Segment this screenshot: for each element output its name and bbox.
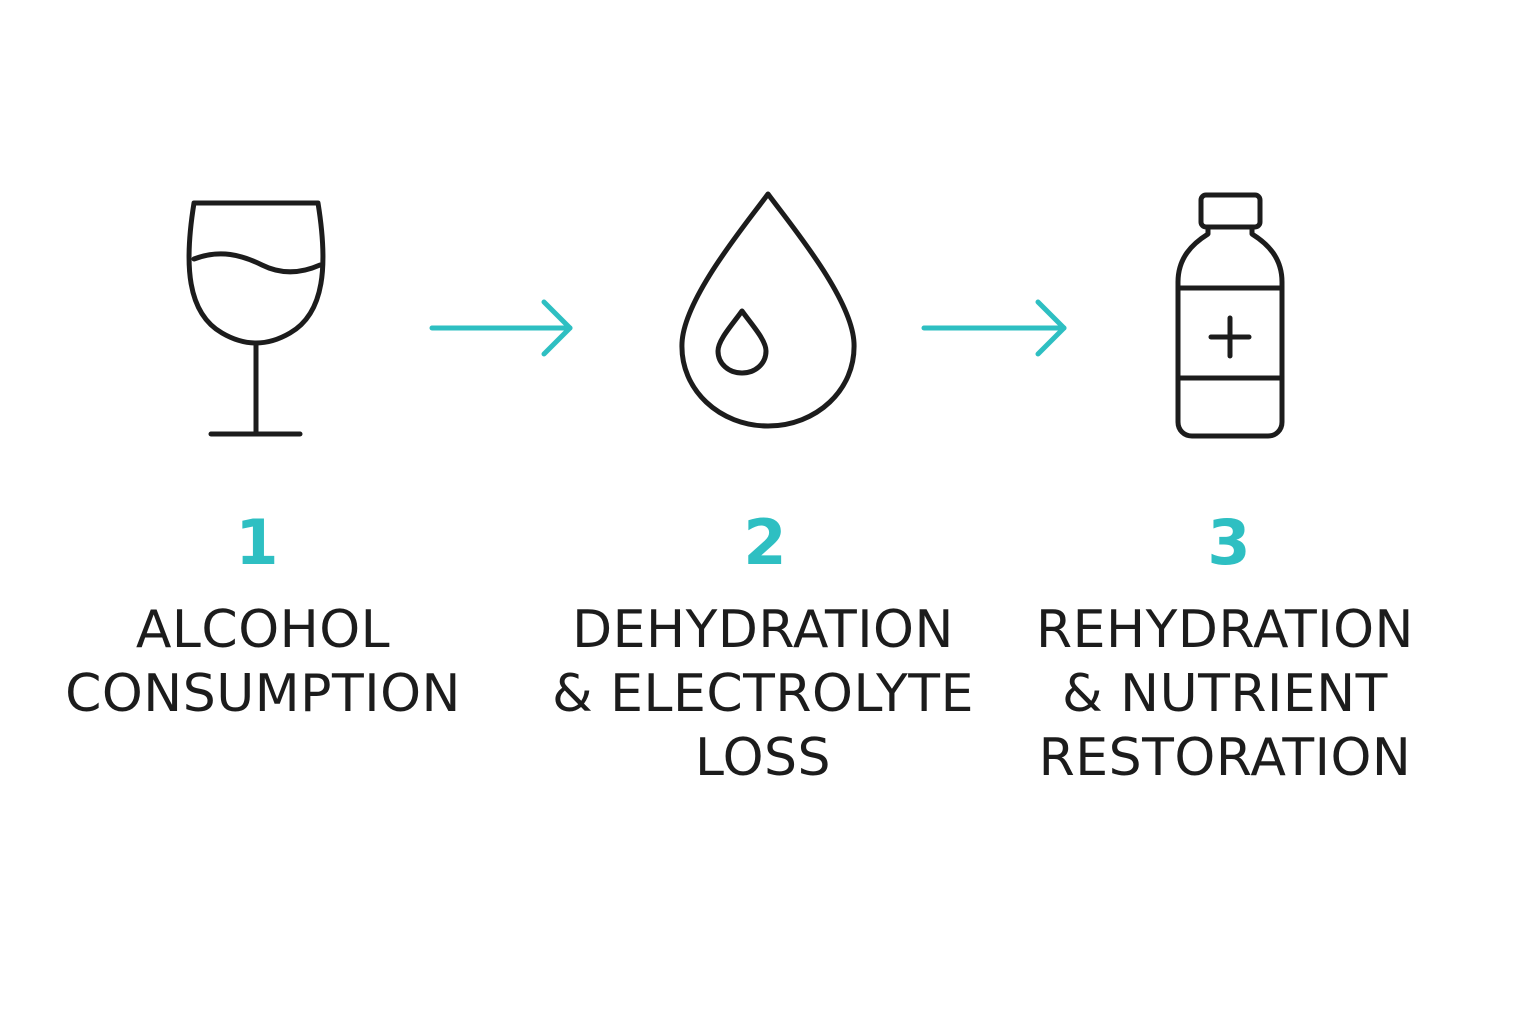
step-label-1: ALCOHOL CONSUMPTION: [33, 598, 493, 726]
step-label-2-line-2: & ELECTROLYTE: [552, 664, 974, 724]
step-label-3: REHYDRATION & NUTRIENT RESTORATION: [995, 598, 1455, 790]
step-number-2: 2: [743, 506, 787, 579]
medicine-bottle-icon: [1175, 192, 1285, 439]
step-label-3-line-2: & NUTRIENT: [1062, 664, 1388, 724]
water-drop-icon: [679, 191, 857, 429]
arrow-right-icon: [921, 299, 1067, 357]
step-number-1: 1: [235, 506, 279, 579]
step-label-3-line-1: REHYDRATION: [1036, 600, 1414, 660]
step-label-1-line-1: ALCOHOL: [135, 600, 391, 660]
step-label-2-line-1: DEHYDRATION: [572, 600, 954, 660]
step-label-2-line-3: LOSS: [694, 728, 832, 788]
step-label-2: DEHYDRATION & ELECTROLYTE LOSS: [533, 598, 993, 790]
step-label-3-line-3: RESTORATION: [1038, 728, 1412, 788]
arrow-right-icon: [429, 299, 573, 357]
wine-glass-icon: [186, 200, 326, 437]
step-label-1-line-2: CONSUMPTION: [65, 664, 461, 724]
step-number-3: 3: [1207, 506, 1251, 579]
